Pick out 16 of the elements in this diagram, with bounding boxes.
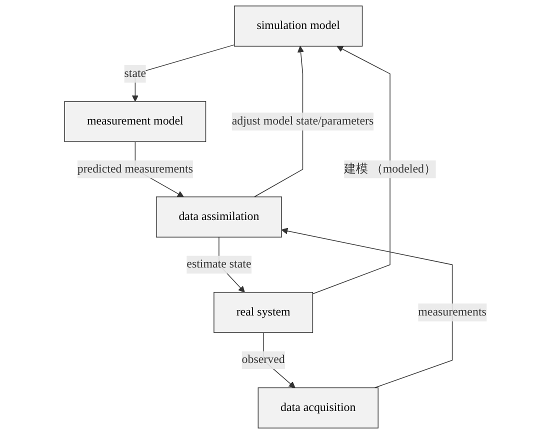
node-box: measurement model: [64, 101, 206, 142]
node-box: real system: [214, 292, 314, 333]
edge-label: measurements: [418, 306, 486, 318]
arrow: [254, 46, 304, 198]
edge-label: observed: [242, 353, 285, 366]
node-box: data assimilation: [156, 196, 282, 238]
node-box: simulation model: [234, 6, 363, 47]
arrow: [281, 228, 453, 388]
edge-label: adjust model state/parameters: [232, 114, 374, 128]
arrow: [132, 44, 235, 102]
edge-label: 建模 （modeled）: [344, 162, 436, 176]
node-box: data acquisition: [258, 387, 378, 428]
edge-label: state: [124, 67, 146, 80]
edge-label: estimate state: [186, 258, 252, 271]
arrow: [312, 46, 390, 294]
edge-label: predicted measurements: [77, 162, 193, 176]
